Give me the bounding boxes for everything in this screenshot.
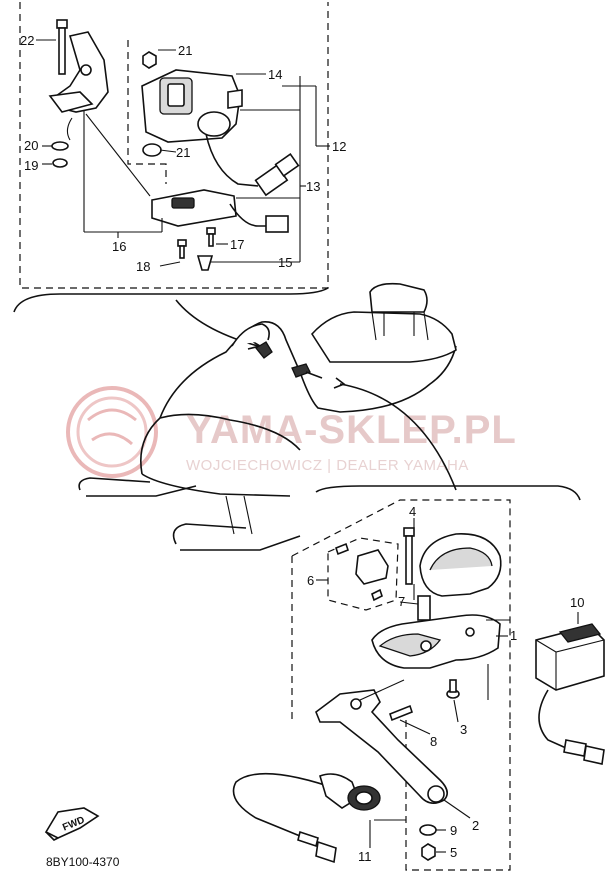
callout-11: 11 <box>358 849 372 864</box>
lever-pivot <box>350 698 362 710</box>
nut-5 <box>421 843 436 861</box>
screw-15 <box>196 255 214 271</box>
callout-21-bottom: 21 <box>176 145 190 160</box>
callout-20: 20 <box>24 138 38 153</box>
screw-17 <box>206 227 216 247</box>
snowmobile-backrest <box>369 282 428 313</box>
callout-15: 15 <box>278 255 292 270</box>
bracket-foot <box>48 91 94 113</box>
sensor-connector-a <box>297 830 319 848</box>
callout-19: 19 <box>24 158 38 173</box>
bottom-inset <box>232 485 605 871</box>
callout-10: 10 <box>570 595 584 610</box>
callout-13: 13 <box>306 179 320 194</box>
switch-wire <box>205 133 259 187</box>
module-connector-a <box>563 739 587 757</box>
callout-17: 17 <box>230 237 244 252</box>
watermark-subtitle: WOJCIECHOWICZ | DEALER YAMAHA <box>186 457 469 474</box>
switch-block-6 <box>355 549 389 585</box>
callout-2: 2 <box>472 818 479 833</box>
bolt-22 <box>56 19 68 75</box>
right-ski <box>180 535 301 551</box>
callout-7: 7 <box>398 594 405 609</box>
nut-21-top <box>142 51 157 69</box>
snowmobile-bottom <box>141 473 291 497</box>
snowmobile-windshield <box>231 323 270 347</box>
watermark-logo-icon <box>66 386 158 478</box>
bolt-3 <box>446 679 460 699</box>
nut-19 <box>52 158 68 168</box>
callout-22: 22 <box>20 33 34 48</box>
callout-21-top: 21 <box>178 43 192 58</box>
screw-8 <box>389 704 413 722</box>
watermark: YAMA-SKLEP.PL WOJCIECHOWICZ | DEALER YAM… <box>66 386 517 478</box>
sensor-connector-b <box>315 840 337 864</box>
callout-8: 8 <box>430 734 437 749</box>
nut-21-bottom <box>142 143 162 157</box>
bottom-inset-bracket <box>315 485 581 501</box>
lower-pointer <box>339 383 457 491</box>
switch-screw <box>335 542 349 556</box>
callout-18: 18 <box>136 259 150 274</box>
housing-pivot <box>420 640 432 652</box>
handlebar-switch-marker <box>255 341 273 359</box>
callout-1: 1 <box>510 628 517 643</box>
base-wire <box>229 203 266 227</box>
callout-9: 9 <box>450 823 457 838</box>
handlebar-grip <box>305 371 323 379</box>
washer-20 <box>51 141 69 151</box>
base-connector <box>265 215 289 233</box>
lever-end-ball <box>427 785 445 803</box>
bracket-stud <box>66 117 73 141</box>
ski-strut <box>225 495 253 535</box>
top-inset-bracket <box>13 287 329 313</box>
callout-16: 16 <box>112 239 126 254</box>
bolt-4 <box>403 527 415 585</box>
throttle-cable-loop <box>232 772 341 837</box>
left-ski-tip <box>78 477 151 491</box>
callout-5: 5 <box>450 845 457 860</box>
module-10 <box>535 623 605 691</box>
housing-outline <box>127 40 167 184</box>
collar-7 <box>417 595 431 621</box>
washer-9 <box>419 824 437 836</box>
connector-13 <box>254 152 300 197</box>
watermark-title: YAMA-SKLEP.PL <box>186 408 517 452</box>
top-inset-frame <box>19 2 329 289</box>
throttle-marker <box>291 363 311 378</box>
switch-housing-14 <box>141 69 243 143</box>
module-wire <box>538 689 567 749</box>
grip-highlight <box>429 547 493 571</box>
switch-clip <box>371 588 383 602</box>
left-ski <box>86 485 197 497</box>
bracket-hole <box>80 64 92 76</box>
diagram-code: 8BY100-4370 <box>46 855 120 869</box>
lower-pointer-arrow <box>333 377 346 389</box>
bottom-inset-frame <box>291 499 511 720</box>
callout-12: 12 <box>332 139 346 154</box>
callout-4: 4 <box>409 504 416 519</box>
switch-base-16 <box>151 189 237 227</box>
sensor-cap-inner <box>355 791 373 805</box>
fwd-arrow-icon: FWD <box>44 807 100 841</box>
top-inset <box>13 2 330 313</box>
callout-3: 3 <box>460 722 467 737</box>
housing-hole <box>465 627 475 637</box>
callouts: 22 21 14 12 20 19 21 13 16 17 18 15 4 6 … <box>20 33 584 864</box>
snowmobile-seat <box>310 311 457 363</box>
snowmobile-nose <box>140 413 301 475</box>
callout-6: 6 <box>307 573 314 588</box>
bottom-inset-frame-lower <box>405 720 511 871</box>
screw-18 <box>177 239 187 259</box>
callout-14: 14 <box>268 67 282 82</box>
module-connector-b <box>583 745 605 765</box>
right-ski-tip <box>172 523 247 545</box>
backrest-rack <box>371 311 429 341</box>
snowmobile-illustration <box>78 282 457 551</box>
